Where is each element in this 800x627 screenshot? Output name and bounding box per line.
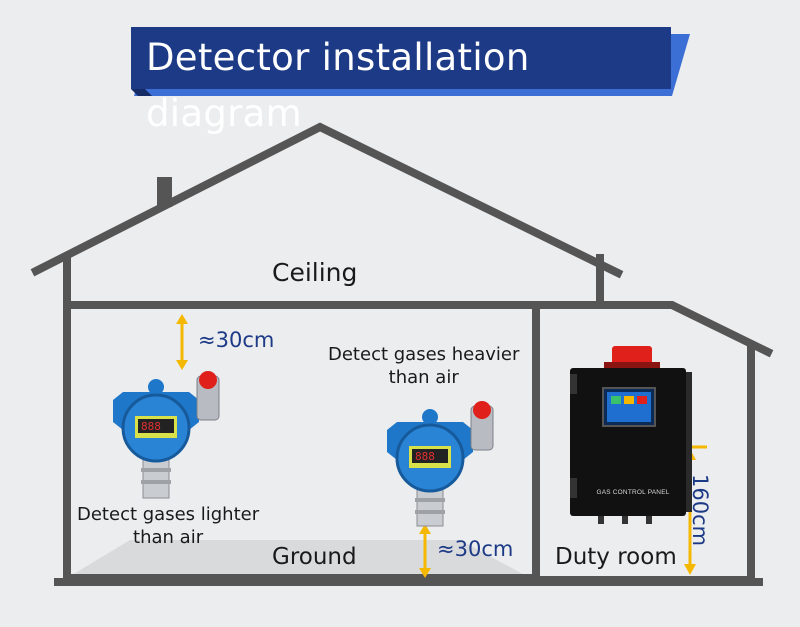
heavier-gas-caption: Detect gases heavier than air [328, 343, 519, 389]
lighter-line-1: Detect gases lighter [77, 504, 260, 525]
title-banner [131, 27, 690, 96]
control-panel-label: GAS CONTROL PANEL [596, 489, 670, 496]
distance-bottom-label: ≈30cm [437, 537, 514, 561]
arrow-top-distance [176, 314, 188, 370]
ground-label: Ground [272, 544, 357, 570]
house-outline [30, 122, 774, 586]
distance-top-label: ≈30cm [198, 328, 275, 352]
panel-height-label: 160cm [688, 474, 712, 547]
lighter-line-2: than air [133, 527, 204, 548]
svg-text:888: 888 [415, 450, 435, 463]
chimney [157, 177, 172, 207]
duty-room-label: Duty room [555, 544, 677, 570]
page-title: Detector installation diagram [146, 36, 530, 135]
svg-text:888: 888 [141, 420, 161, 433]
lighter-gas-caption: Detect gases lighter than air [77, 503, 259, 549]
arrow-bottom-distance [419, 524, 431, 578]
heavier-line-1: Detect gases heavier [328, 344, 520, 365]
ceiling-label: Ceiling [272, 258, 358, 287]
gas-detector-icon: 888 [113, 371, 220, 499]
heavier-line-2: than air [388, 367, 459, 388]
floor-shading [67, 540, 530, 578]
gas-control-panel-icon [570, 346, 692, 524]
gas-detector-icon: 888 [387, 401, 494, 527]
